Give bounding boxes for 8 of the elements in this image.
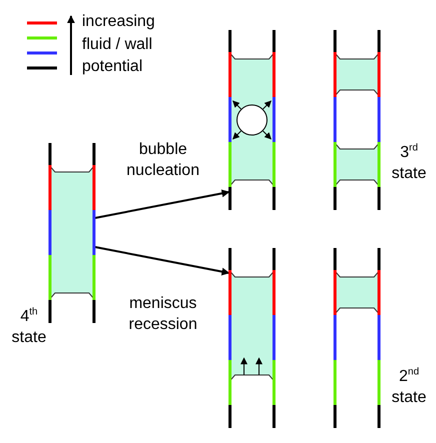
edge-label: meniscus recession <box>128 294 198 335</box>
arrow <box>94 246 230 276</box>
state-label: 3$^{rd}$ state <box>390 142 428 184</box>
state-label: 2$^{nd}$ state <box>390 366 428 408</box>
legend-text: increasing fluid / wall potential <box>82 12 156 77</box>
edge-label: bubble nucleation <box>126 140 200 181</box>
state-label: 4$^{th}$ state <box>10 306 48 348</box>
arrow <box>94 189 230 219</box>
